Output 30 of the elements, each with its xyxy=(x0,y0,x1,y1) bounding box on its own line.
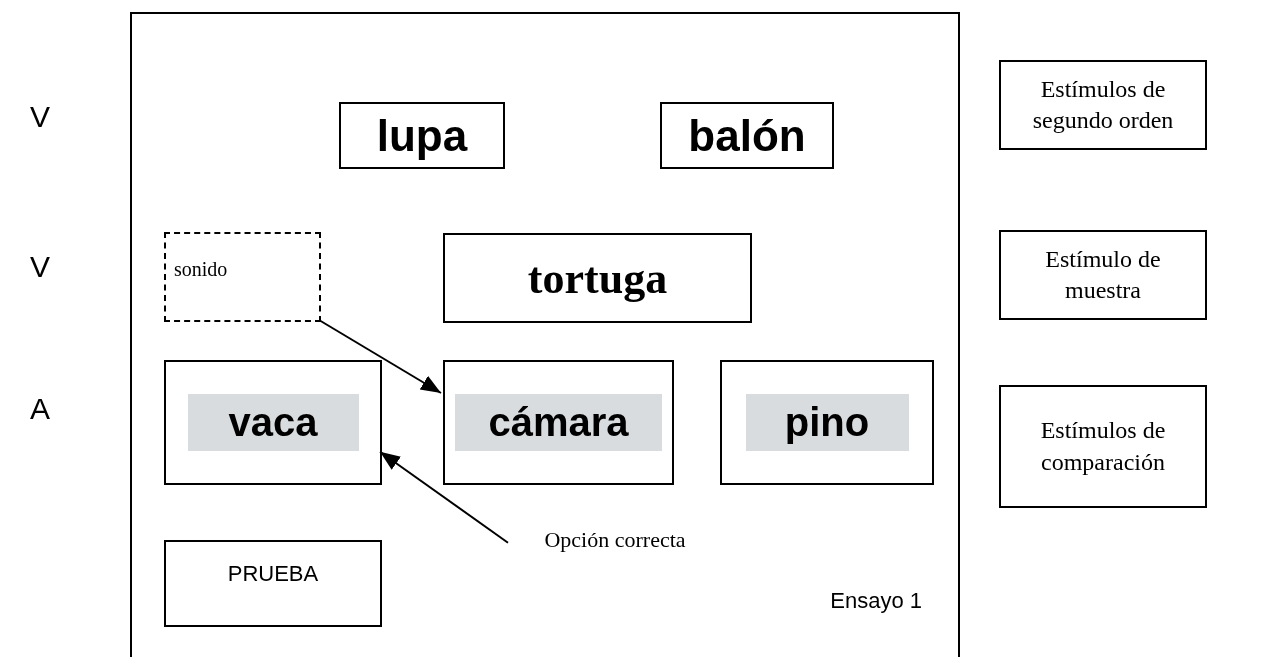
stimulus-word: lupa xyxy=(376,110,468,161)
choice-box xyxy=(164,360,382,485)
stimulus-word: balón xyxy=(688,110,806,161)
choice-box xyxy=(720,360,934,485)
sound-label: sonido xyxy=(174,257,228,282)
legend-text: Estímulos de segundo orden xyxy=(1031,74,1175,135)
modality-letter: V xyxy=(30,250,50,284)
test-box xyxy=(164,540,382,627)
modality-letter: A xyxy=(30,392,50,426)
legend-box xyxy=(999,385,1207,508)
stimulus-box xyxy=(339,102,505,169)
legend-box xyxy=(999,60,1207,150)
choice-word: vaca xyxy=(187,394,359,451)
choice-word: cámara xyxy=(455,394,662,451)
arrow xyxy=(318,319,442,394)
choice-box xyxy=(443,360,674,485)
trial-label: Ensayo 1 xyxy=(830,588,922,614)
legend-text: Estímulo de muestra xyxy=(1044,244,1162,305)
test-label: PRUEBA xyxy=(227,560,319,587)
callout-text: Opción correcta xyxy=(510,526,720,560)
choice-word: pino xyxy=(745,394,909,451)
legend-box xyxy=(999,230,1207,320)
trial-frame xyxy=(130,12,960,657)
stimulus-box xyxy=(443,233,752,323)
modality-letter: V xyxy=(30,100,50,134)
sound-box xyxy=(164,232,321,322)
stimulus-word: tortuga xyxy=(527,252,668,304)
legend-text: Estímulos de comparación xyxy=(1039,416,1167,477)
arrow xyxy=(379,450,509,544)
stimulus-box xyxy=(660,102,834,169)
